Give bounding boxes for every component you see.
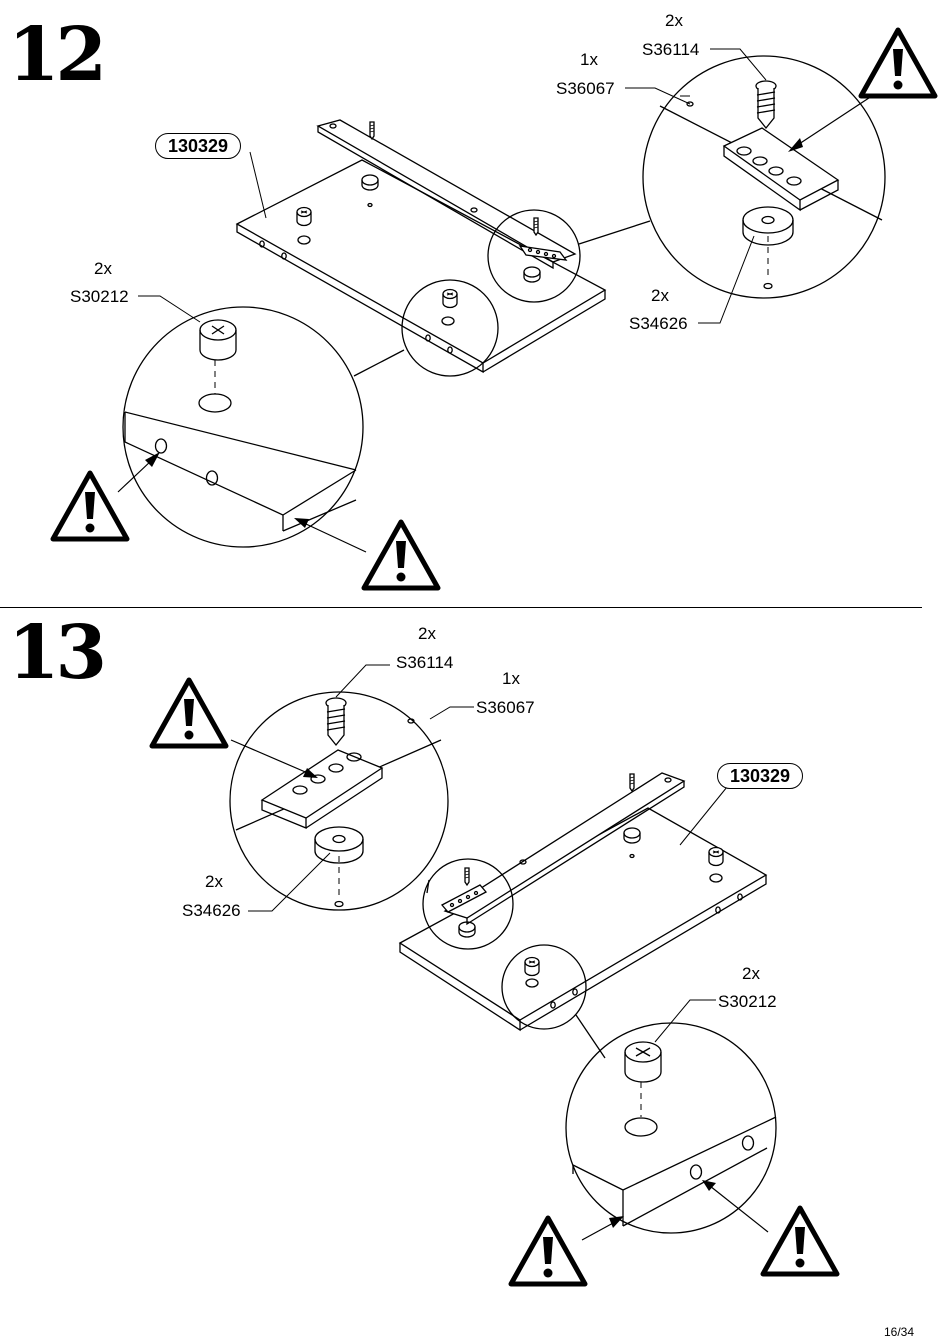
step13-screw-qty: 2x bbox=[418, 624, 436, 643]
step13-cam-qty: 2x bbox=[742, 964, 760, 983]
step13-warning-icon-3 bbox=[763, 1208, 837, 1274]
step12-cam-code: S30212 bbox=[70, 287, 129, 306]
step13-warning-icon-1 bbox=[152, 680, 226, 746]
step13-spacer-code: S34626 bbox=[182, 901, 241, 920]
step12-number: 12 bbox=[8, 12, 107, 98]
step13-cam-code: S30212 bbox=[718, 992, 777, 1011]
step12-drawing bbox=[53, 30, 935, 588]
step12-warning-icon-2 bbox=[53, 473, 127, 539]
step12-warning-icon-3 bbox=[364, 522, 438, 588]
step12-screw-qty: 2x bbox=[665, 11, 683, 30]
page-number: 16/34 bbox=[884, 1325, 915, 1339]
step12-warning-icon-1 bbox=[861, 30, 935, 96]
step12-part-label: 130329 bbox=[155, 133, 242, 159]
step13-rail-qty: 1x bbox=[502, 669, 520, 688]
step12-rail-qty: 1x bbox=[580, 50, 598, 69]
step13-screw-code: S36114 bbox=[396, 653, 454, 672]
step12-spacer-code: S34626 bbox=[629, 314, 688, 333]
step13-spacer-qty: 2x bbox=[205, 872, 223, 891]
step12-cam-qty: 2x bbox=[94, 259, 112, 278]
step-divider bbox=[0, 607, 922, 608]
step12-rail-code: S36067 bbox=[556, 79, 615, 98]
step12-screw-code: S36114 bbox=[642, 40, 700, 59]
step13-drawing bbox=[152, 664, 837, 1284]
step13-rail-code: S36067 bbox=[476, 698, 535, 717]
step13-part-label: 130329 bbox=[717, 763, 804, 789]
step13-warning-icon-2 bbox=[511, 1218, 585, 1284]
step12-spacer-qty: 2x bbox=[651, 286, 669, 305]
step13-number: 13 bbox=[8, 610, 107, 696]
